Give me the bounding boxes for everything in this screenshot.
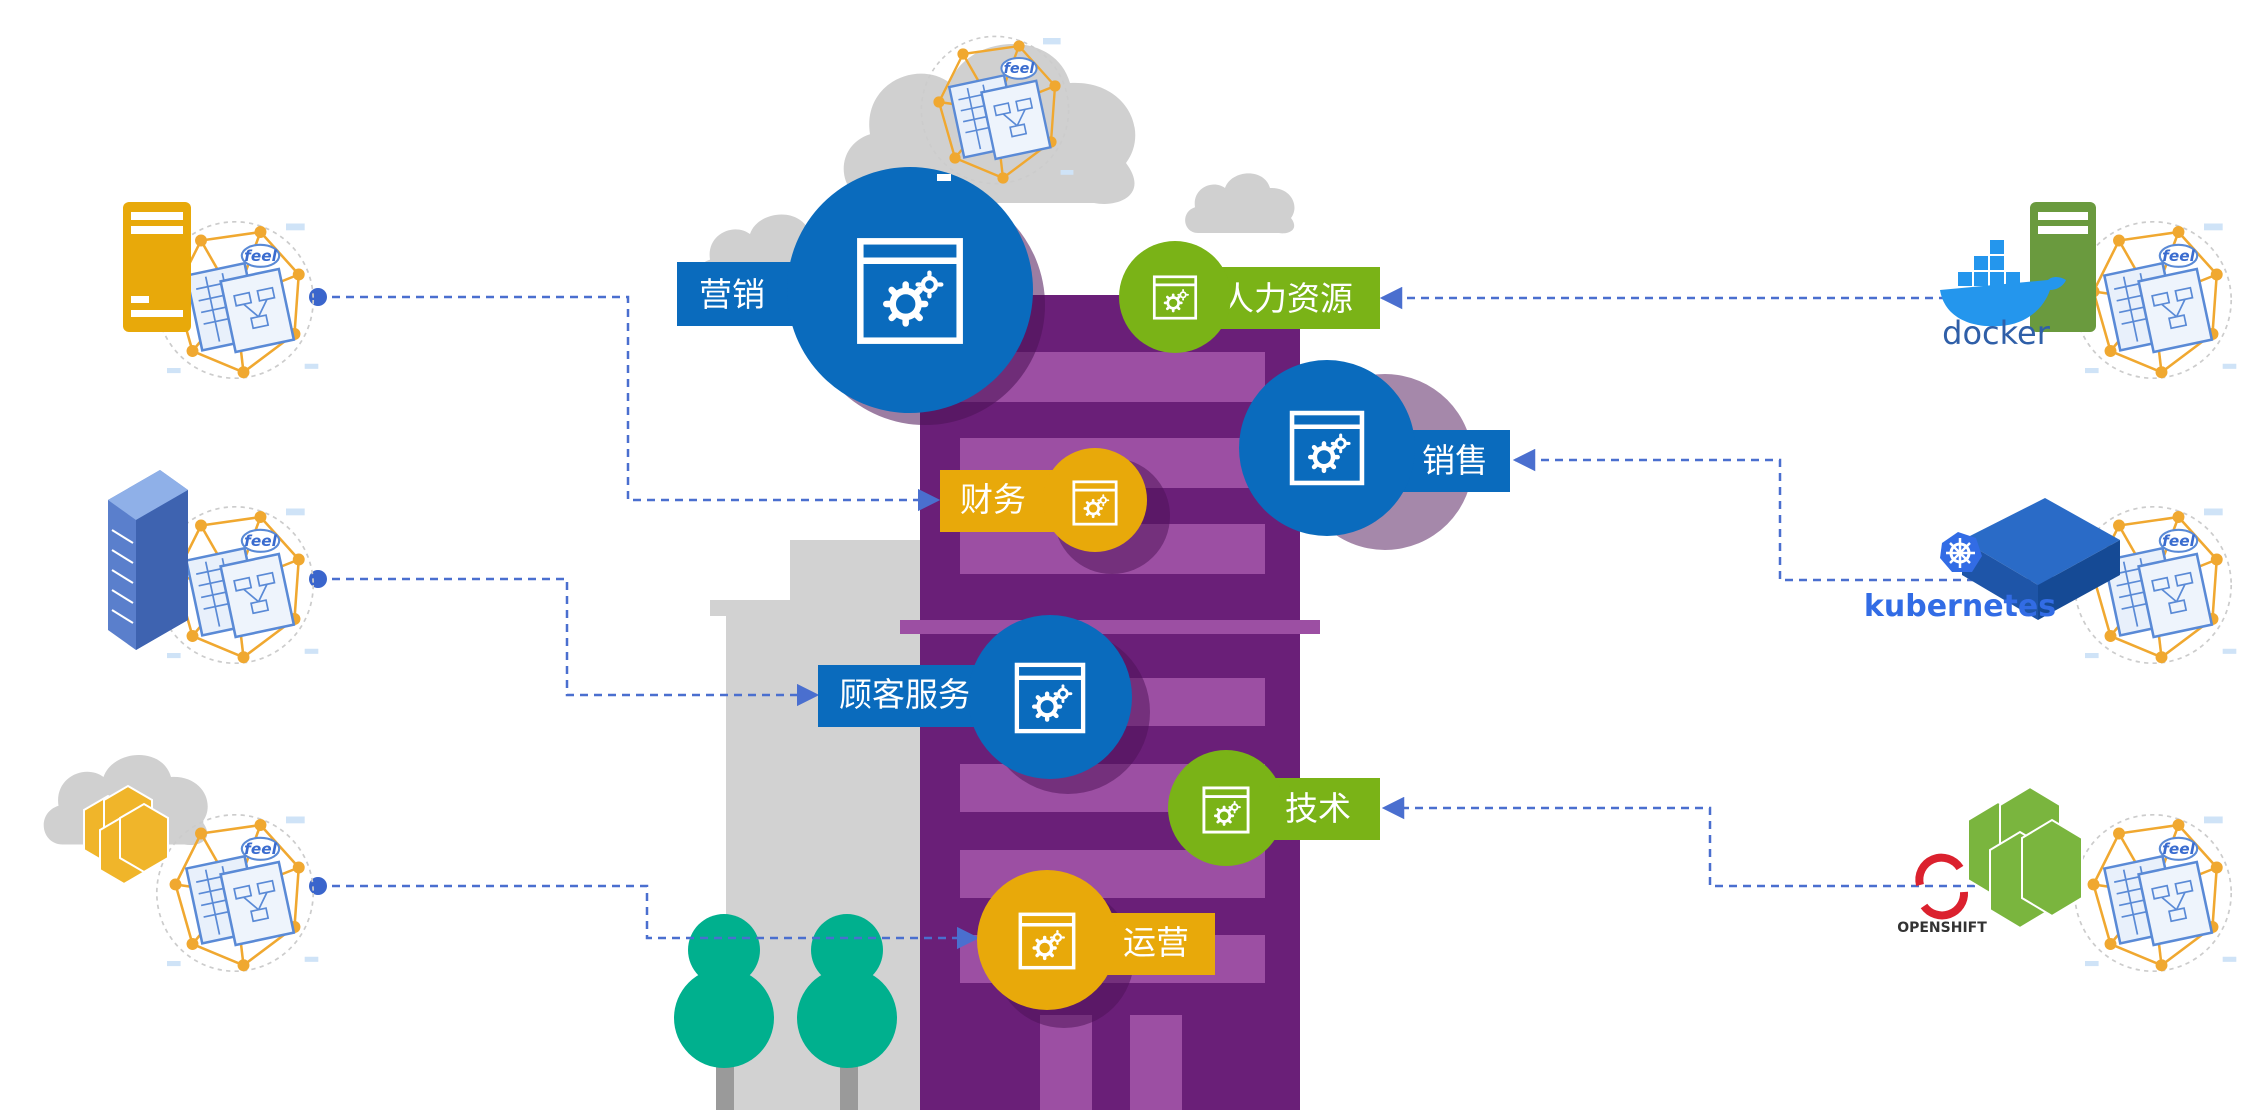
label-hr: 人力资源 bbox=[1221, 279, 1353, 318]
badge-tech: 技术 bbox=[1168, 750, 1380, 866]
connector-rack-customer-service bbox=[318, 577, 820, 707]
badge-sales: 销售 bbox=[1239, 360, 1510, 550]
badge-operations: 运营 bbox=[977, 870, 1215, 1028]
left-server-yellow bbox=[123, 202, 320, 380]
docker-label: docker bbox=[1942, 314, 2051, 352]
connector-server-finance bbox=[318, 295, 941, 512]
docker-platform: docker bbox=[1940, 202, 2238, 380]
label-customer-service: 顾客服务 bbox=[839, 675, 971, 714]
trees bbox=[674, 914, 897, 1110]
openshift-platform: OPENSHIFT bbox=[1897, 785, 2238, 973]
kubernetes-platform: kubernetes bbox=[1864, 498, 2238, 665]
small-cloud bbox=[1185, 173, 1295, 234]
label-operations: 运营 bbox=[1123, 923, 1189, 962]
label-sales: 销售 bbox=[1422, 441, 1488, 480]
badge-marketing: 营销 bbox=[677, 167, 1045, 425]
badge-hr: 人力资源 bbox=[1119, 241, 1380, 353]
connectors bbox=[318, 286, 2045, 950]
docker-logo-icon: docker bbox=[1940, 240, 2066, 352]
label-tech: 技术 bbox=[1285, 789, 1351, 828]
label-finance: 财务 bbox=[960, 480, 1026, 519]
left-cloud-servers bbox=[43, 755, 320, 973]
kubernetes-logo-icon bbox=[1940, 532, 1982, 572]
connector-kubernetes-sales bbox=[1512, 448, 2045, 582]
openshift-logo-icon bbox=[1915, 853, 1969, 920]
label-marketing: 营销 bbox=[699, 275, 765, 314]
connector-openshift-tech bbox=[1381, 796, 2045, 888]
connector-cloud-operations bbox=[318, 884, 980, 950]
openshift-label: OPENSHIFT bbox=[1897, 920, 1987, 936]
left-server-rack bbox=[108, 470, 320, 665]
badge-customer-service: 顾客服务 bbox=[818, 615, 1150, 794]
badge-finance: 财务 bbox=[940, 448, 1170, 574]
kubernetes-label: kubernetes bbox=[1864, 589, 2056, 624]
